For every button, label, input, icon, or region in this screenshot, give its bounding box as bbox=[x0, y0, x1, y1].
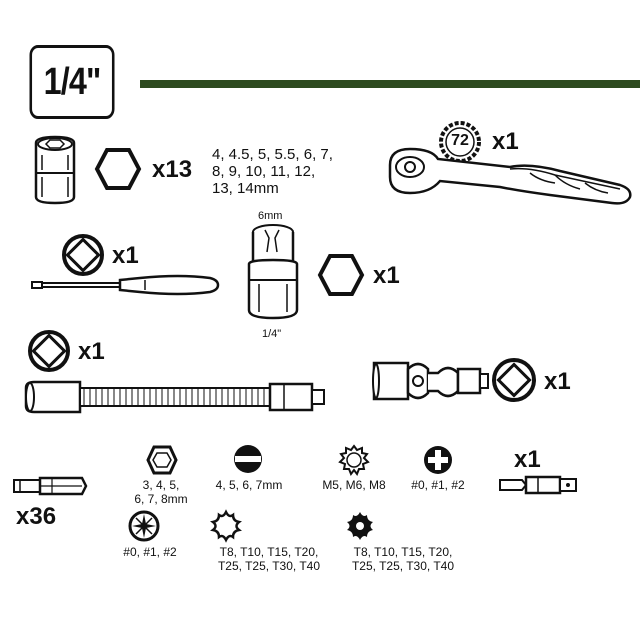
drive-size-label: 1/4" bbox=[29, 45, 115, 119]
accent-bar bbox=[140, 80, 640, 88]
hex-bit-icon bbox=[146, 445, 178, 475]
phillips-bit-sizes: #0, #1, #2 bbox=[398, 478, 478, 492]
spline-bit-sizes-line1: M5, M6, M8 bbox=[322, 478, 386, 492]
torx-bit-icon bbox=[210, 509, 242, 543]
bit-icon bbox=[13, 476, 88, 496]
ratchet-icon bbox=[388, 147, 632, 205]
ratchet-teeth-icon bbox=[439, 121, 481, 163]
phillips-bit-sizes-line1: #0, #1, #2 bbox=[411, 478, 465, 492]
torx-bit-sizes: T8, T10, T15, T20, T25, T25, T30, T40 bbox=[196, 545, 342, 573]
socket-icon bbox=[34, 135, 76, 205]
bit-adapter-icon bbox=[499, 475, 577, 495]
screwdriver-icon bbox=[31, 274, 220, 296]
torx-bit-sizes-line2: T25, T25, T30, T40 bbox=[217, 559, 321, 573]
spline-bit-icon bbox=[338, 444, 370, 477]
spline-bit-sizes: M5, M6, M8 bbox=[314, 478, 394, 492]
torx-tamper-bit-sizes-line1: T8, T10, T15, T20, bbox=[353, 545, 453, 559]
bit-adapter-qty: x1 bbox=[514, 446, 541, 473]
torx-tamper-bit-icon bbox=[347, 512, 373, 540]
flex-extension-qty: x1 bbox=[78, 338, 105, 365]
hexagon-icon bbox=[317, 254, 365, 296]
ratchet-qty: x1 bbox=[492, 128, 519, 155]
sockets-sizes-line3: 13, 14mm bbox=[212, 180, 279, 197]
slotted-bit-icon bbox=[234, 445, 262, 473]
sockets-sizes: 4, 4.5, 5, 5.5, 6, 7, 8, 9, 10, 11, 12, … bbox=[212, 146, 333, 197]
hex-bit-sizes-line1: 3, 4, 5, bbox=[142, 478, 180, 492]
hexagon-icon bbox=[94, 148, 142, 190]
slotted-bit-sizes-line1: 4, 5, 6, 7mm bbox=[215, 478, 283, 492]
sockets-sizes-line1: 4, 4.5, 5, 5.5, 6, 7, bbox=[212, 146, 333, 163]
square-drive-icon bbox=[492, 358, 536, 402]
square-drive-icon bbox=[62, 234, 104, 276]
pozidriv-bit-icon bbox=[128, 510, 160, 542]
flex-extension-icon bbox=[24, 380, 325, 414]
sockets-qty: x13 bbox=[152, 156, 193, 183]
hex-bit-sizes-line2: 6, 7, 8mm bbox=[134, 492, 188, 506]
screwdriver-qty: x1 bbox=[112, 242, 139, 269]
adapter-top-label: 6mm bbox=[258, 210, 283, 222]
universal-joint-qty: x1 bbox=[544, 368, 571, 395]
pozidriv-bit-sizes-line1: #0, #1, #2 bbox=[123, 545, 177, 559]
phillips-bit-icon bbox=[424, 446, 452, 474]
torx-tamper-bit-sizes: T8, T10, T15, T20, T25, T25, T30, T40 bbox=[330, 545, 476, 573]
adapter-socket-icon bbox=[247, 224, 299, 320]
hex-bit-sizes: 3, 4, 5, 6, 7, 8mm bbox=[126, 478, 196, 506]
sockets-sizes-line2: 8, 9, 10, 11, 12, bbox=[212, 163, 316, 180]
adapter-bottom-label: 1/4" bbox=[262, 328, 282, 340]
universal-joint-icon bbox=[372, 361, 489, 401]
bits-qty: x36 bbox=[16, 503, 57, 530]
torx-tamper-bit-sizes-line2: T25, T25, T30, T40 bbox=[351, 559, 455, 573]
slotted-bit-sizes: 4, 5, 6, 7mm bbox=[204, 478, 294, 492]
pozidriv-bit-sizes: #0, #1, #2 bbox=[110, 545, 190, 559]
ratchet-teeth-count: 72 bbox=[451, 132, 469, 149]
square-drive-icon bbox=[28, 330, 70, 372]
torx-bit-sizes-line1: T8, T10, T15, T20, bbox=[219, 545, 319, 559]
adapter-qty: x1 bbox=[373, 262, 400, 289]
